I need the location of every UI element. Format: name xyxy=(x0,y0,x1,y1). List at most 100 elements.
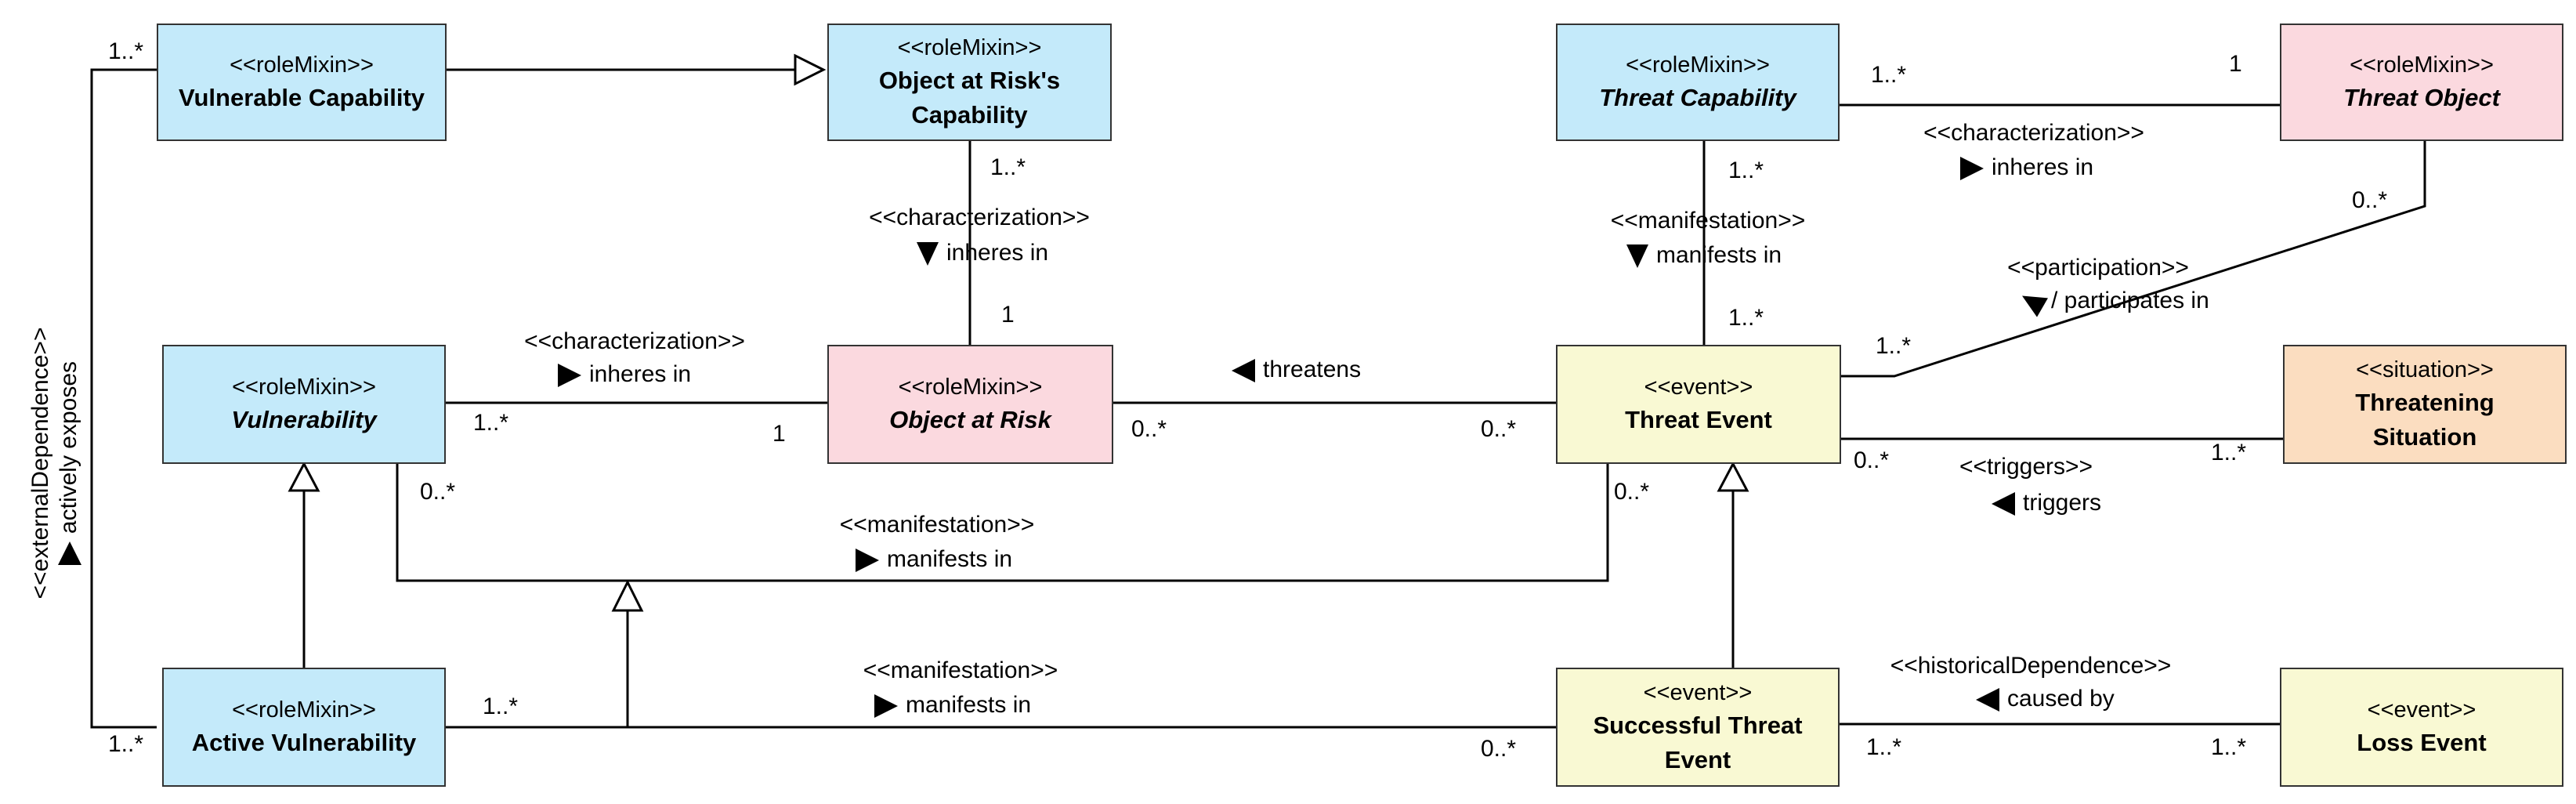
association-externaldependence xyxy=(90,68,157,729)
class-name-line2: Situation xyxy=(2372,423,2477,451)
class-object-at-risk-capability[interactable]: <<roleMixin>> Object at Risk's Capabilit… xyxy=(827,24,1112,141)
class-vulnerable-capability[interactable]: <<roleMixin>> Vulnerable Capability xyxy=(157,24,447,141)
association-name: inheres in xyxy=(1960,154,2093,182)
class-name-line1: Threatening xyxy=(2355,389,2495,416)
association-name: actively exposes xyxy=(55,165,83,761)
multiplicity: 1..* xyxy=(2211,440,2247,465)
class-name-line1: Successful Threat xyxy=(1593,712,1803,739)
multiplicity: 1..* xyxy=(1866,734,1902,760)
multiplicity: 0..* xyxy=(2352,187,2388,213)
multiplicity: 0..* xyxy=(1614,479,1650,505)
association-stereotype: <<characterization>> xyxy=(1923,120,2144,146)
direction-arrow-icon xyxy=(1626,244,1648,269)
multiplicity: 0..* xyxy=(1131,416,1167,442)
association-to-te xyxy=(1841,141,2426,378)
association-name: manifests in xyxy=(874,691,1031,719)
class-name: Vulnerability xyxy=(231,406,377,433)
class-name: Active Vulnerability xyxy=(191,729,417,756)
multiplicity: 0..* xyxy=(1481,416,1517,442)
association-stereotype: <<manifestation>> xyxy=(839,512,1035,538)
class-name-line2: Capability xyxy=(911,101,1028,129)
association-stereotype: <<historicalDependence>> xyxy=(1890,653,2172,679)
multiplicity: 1..* xyxy=(108,731,144,757)
association-stereotype: <<participation>> xyxy=(2007,255,2189,281)
class-threat-capability[interactable]: <<roleMixin>> Threat Capability xyxy=(1556,24,1840,141)
stereotype-label: <<event>> xyxy=(2367,697,2477,723)
generalization-arrowhead xyxy=(611,579,644,612)
stereotype-label: <<roleMixin>> xyxy=(230,53,374,78)
class-object-at-risk[interactable]: <<roleMixin>> Object at Risk xyxy=(827,345,1113,464)
direction-arrow-icon xyxy=(558,364,581,388)
association-stereotype: <<manifestation>> xyxy=(1610,208,1806,234)
association-stereotype: <<manifestation>> xyxy=(863,657,1058,683)
multiplicity: 0..* xyxy=(420,479,456,505)
externaldependence-label: <<externalDependence>> actively exposes xyxy=(27,165,83,761)
association-name: triggers xyxy=(1992,489,2101,517)
multiplicity: 1..* xyxy=(1728,158,1764,183)
multiplicity: 1 xyxy=(2229,51,2242,77)
multiplicity: 1..* xyxy=(483,694,519,719)
stereotype-label: <<roleMixin>> xyxy=(1626,53,1770,78)
class-name-line1: Object at Risk's xyxy=(878,67,1061,94)
direction-arrow-icon xyxy=(917,242,939,266)
direction-arrow-icon xyxy=(58,541,82,566)
multiplicity: 1..* xyxy=(990,154,1026,180)
association-name: manifests in xyxy=(1626,241,1782,270)
class-vulnerability[interactable]: <<roleMixin>> Vulnerability xyxy=(162,345,446,464)
association-stereotype: <<characterization>> xyxy=(869,205,1090,230)
generalization-arrowhead xyxy=(288,461,320,492)
generalization-arrowhead xyxy=(1717,461,1749,492)
class-name: Threat Event xyxy=(1625,406,1772,433)
stereotype-label: <<roleMixin>> xyxy=(232,375,376,400)
class-loss-event[interactable]: <<event>> Loss Event xyxy=(2280,668,2563,787)
class-name: Threat Capability xyxy=(1599,84,1796,111)
association-name: threatens xyxy=(1232,356,1361,384)
association-name: inheres in xyxy=(558,360,691,389)
multiplicity: 1..* xyxy=(2211,734,2247,760)
direction-arrow-icon xyxy=(1992,492,2015,516)
direction-arrow-icon xyxy=(1232,359,1255,383)
class-name: Object at Risk xyxy=(889,406,1051,433)
association-stereotype: <<triggers>> xyxy=(1959,454,2093,480)
multiplicity: 1 xyxy=(1001,302,1015,328)
multiplicity: 0..* xyxy=(1481,736,1517,762)
class-name: Threat Object xyxy=(2343,84,2500,111)
stereotype-label: <<roleMixin>> xyxy=(2350,53,2494,78)
class-threatening-situation[interactable]: <<situation>> Threatening Situation xyxy=(2283,345,2567,464)
direction-arrow-icon xyxy=(2017,286,2048,317)
stereotype-label: <<roleMixin>> xyxy=(232,697,376,723)
association-stereotype: <<externalDependence>> xyxy=(27,327,53,599)
association-name: / participates in xyxy=(2017,286,2209,317)
association-name: manifests in xyxy=(856,545,1012,574)
class-successful-threat-event[interactable]: <<event>> Successful Threat Event xyxy=(1556,668,1840,787)
multiplicity: 0..* xyxy=(1854,447,1890,473)
class-name-line2: Event xyxy=(1664,746,1731,773)
multiplicity: 1..* xyxy=(108,38,144,64)
direction-arrow-icon xyxy=(874,694,898,719)
stereotype-label: <<roleMixin>> xyxy=(898,375,1043,400)
association-stereotype: <<characterization>> xyxy=(524,328,745,354)
association-vuln-te xyxy=(396,464,1609,582)
multiplicity: 1 xyxy=(772,421,786,447)
class-threat-event[interactable]: <<event>> Threat Event xyxy=(1556,345,1841,464)
association-name: inheres in xyxy=(917,239,1048,267)
direction-arrow-icon xyxy=(856,549,879,573)
class-name: Vulnerable Capability xyxy=(178,84,425,111)
direction-arrow-icon xyxy=(1976,688,1999,712)
direction-arrow-icon xyxy=(1960,157,1984,181)
stereotype-label: <<event>> xyxy=(1644,375,1753,400)
generalization-arrowhead xyxy=(794,53,827,86)
multiplicity: 1..* xyxy=(473,410,509,436)
stereotype-label: <<roleMixin>> xyxy=(897,35,1042,60)
class-active-vulnerability[interactable]: <<roleMixin>> Active Vulnerability xyxy=(162,668,446,787)
multiplicity: 1..* xyxy=(1871,62,1907,88)
stereotype-label: <<event>> xyxy=(1643,680,1753,705)
multiplicity: 1..* xyxy=(1728,305,1764,331)
class-name: Loss Event xyxy=(2357,729,2487,756)
multiplicity: 1..* xyxy=(1876,333,1912,359)
class-threat-object[interactable]: <<roleMixin>> Threat Object xyxy=(2280,24,2563,141)
stereotype-label: <<situation>> xyxy=(2356,357,2494,382)
association-name: caused by xyxy=(1976,685,2115,713)
